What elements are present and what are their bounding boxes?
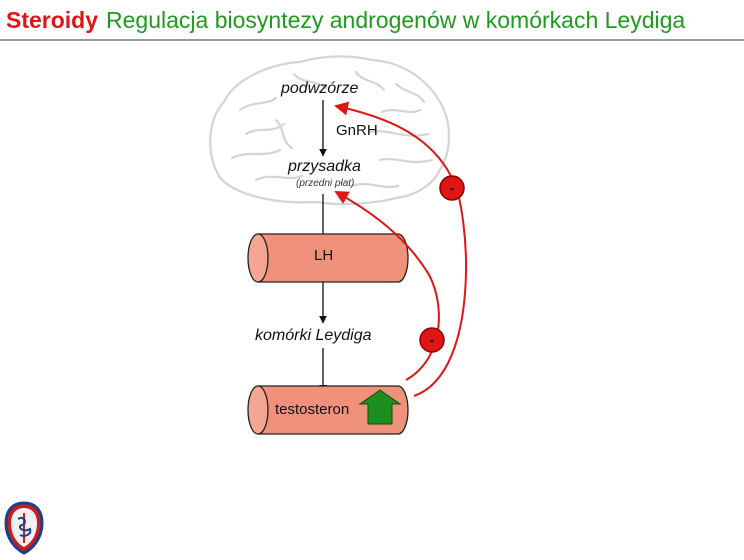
gnrh-label: GnRH: [336, 122, 378, 139]
up-arrow-icon: [358, 389, 402, 425]
hypothalamus-label: podwzórze: [281, 80, 359, 97]
university-seal-icon: [4, 501, 44, 555]
testosterone-label: testosteron: [275, 401, 350, 418]
title-prefix: Steroidy: [6, 7, 99, 33]
brain-outline-icon: [209, 55, 450, 206]
pituitary-note: (przedni płat): [296, 178, 355, 189]
feedback-badge-lower: -: [419, 327, 445, 353]
title-main: Regulacja biosyntezy androgenów w komórk…: [106, 7, 686, 33]
slide-title: Steroidy Regulacja biosyntezy androgenów …: [6, 6, 685, 34]
feedback-badge-upper: -: [439, 175, 465, 201]
lh-label: LH: [314, 247, 334, 264]
title-divider: [0, 39, 744, 41]
pituitary-label: przysadka: [288, 158, 361, 175]
feedback-sign-upper: -: [450, 180, 455, 196]
leydig-cells-label: komórki Leydiga: [255, 327, 372, 344]
feedback-arrow-to-pituitary: [334, 191, 440, 381]
lh-cylinder: [247, 233, 409, 283]
feedback-sign-lower: -: [430, 332, 435, 348]
